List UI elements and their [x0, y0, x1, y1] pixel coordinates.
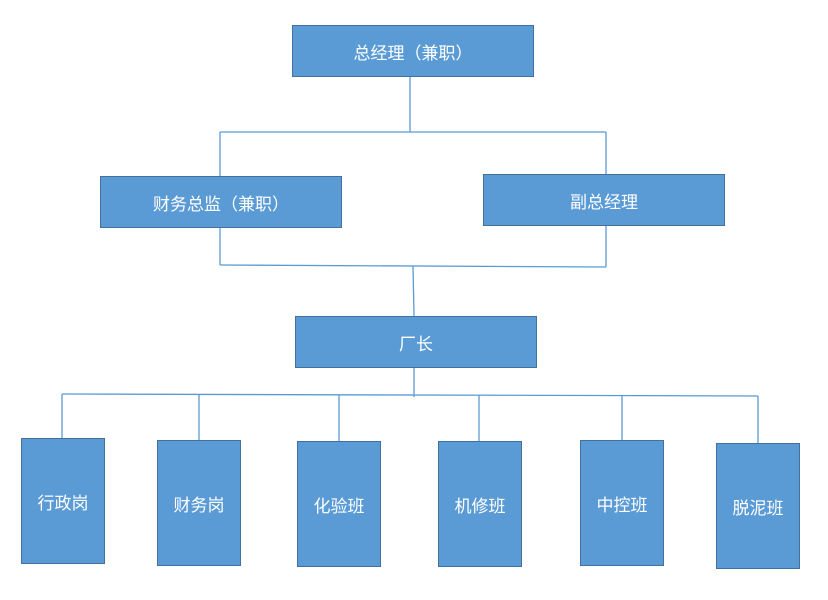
department-box-finance: 财务岗 — [157, 440, 241, 566]
connector-to-factory-director — [412, 265, 415, 317]
general-manager-box: 总经理（兼职） — [292, 25, 534, 77]
department-box-lab: 化验班 — [297, 441, 381, 567]
connector-bottom-bar — [61, 393, 759, 397]
department-box-admin: 行政岗 — [21, 438, 105, 564]
finance-director-box: 财务总监（兼职） — [100, 176, 342, 228]
department-box-desliming: 脱泥班 — [716, 443, 800, 569]
department-box-central-control: 中控班 — [580, 440, 664, 566]
deputy-general-manager-box: 副总经理 — [483, 174, 725, 226]
factory-director-box: 厂长 — [295, 316, 537, 368]
department-box-maintenance: 机修班 — [438, 441, 522, 567]
